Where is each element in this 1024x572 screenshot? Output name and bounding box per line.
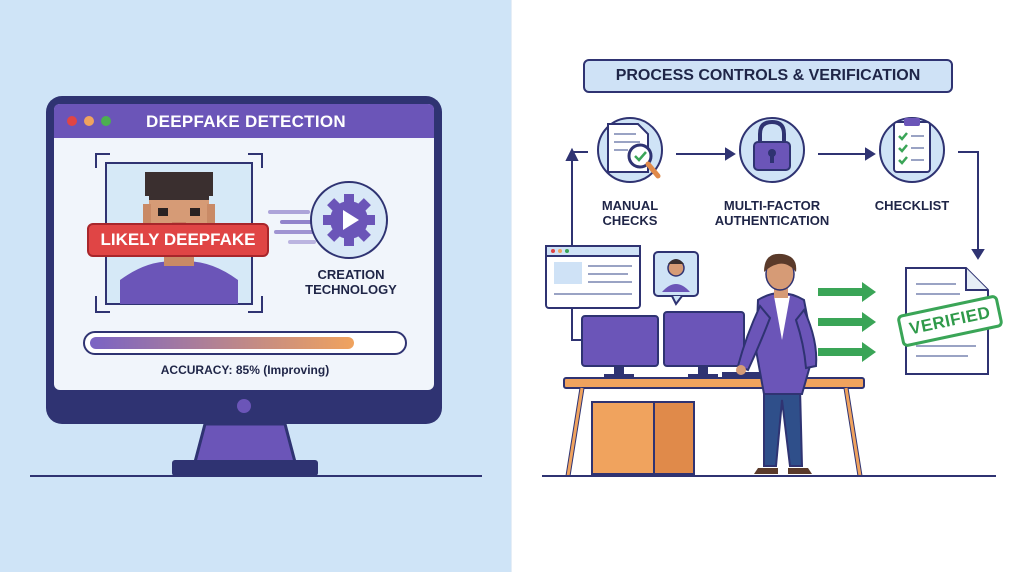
step-label-manual: MANUAL CHECKS [578,198,682,229]
accuracy-progress-fill [90,337,354,349]
panel-divider [511,0,512,572]
document-search-icon [607,123,661,179]
monitor-base [172,460,318,476]
power-button-icon [237,399,251,413]
web-document-window [545,245,641,309]
screen-title: DEEPFAKE DETECTION [146,112,346,131]
clipboard-checklist-icon [893,118,931,173]
process-title: PROCESS CONTROLS & VERIFICATION [615,67,921,84]
step-manual-line2: CHECKS [602,212,658,228]
deepfake-badge [87,223,269,257]
play-icon [343,210,359,230]
person-at-desk [736,253,818,474]
gear-icon [323,194,375,246]
step-checklist-line1: CHECKLIST [874,198,950,213]
step-manual-line1: MANUAL [601,198,659,213]
padlock-icon [753,119,791,171]
creation-label-line2: TECHNOLOGY [305,281,397,297]
step-label-checklist: CHECKLIST [860,198,964,214]
deepfake-badge-text: LIKELY DEEPFAKE [100,230,256,249]
window-minimize-dot [84,116,94,126]
scan-frame-brackets [95,153,263,313]
monitor-stand [193,422,297,464]
verified-stamp [897,295,1003,347]
speed-lines [268,210,316,244]
desk-monitors [581,311,762,378]
process-illustration [542,59,1003,477]
step-mfa-line2: AUTHENTICATION [714,212,830,228]
window-title-bar [54,104,434,138]
creation-technology-label: CREATION TECHNOLOGY [296,267,406,298]
monitor-illustration [0,0,512,572]
step-mfa-line1: MULTI-FACTOR [723,198,821,213]
deepfake-detection-panel: DEEPFAKE DETECTION LIKELY DEEPFAKE CREAT… [0,0,512,572]
green-arrows [818,282,876,362]
profile-card-icon [653,251,699,306]
process-controls-panel: PROCESS CONTROLS & VERIFICATION MANUAL C… [512,0,1024,572]
step-label-mfa: MULTI-FACTOR AUTHENTICATION [702,198,842,229]
window-maximize-dot [101,116,111,126]
desk [563,377,865,477]
pixelated-face [120,172,238,304]
creation-label-line1: CREATION [317,267,385,282]
window-close-dot [67,116,77,126]
accuracy-text: ACCURACY: 85% (Improving) [84,363,406,377]
verified-document [897,267,1003,375]
accuracy-label: ACCURACY: 85% (Improving) [160,363,330,377]
process-title-box [583,59,953,93]
